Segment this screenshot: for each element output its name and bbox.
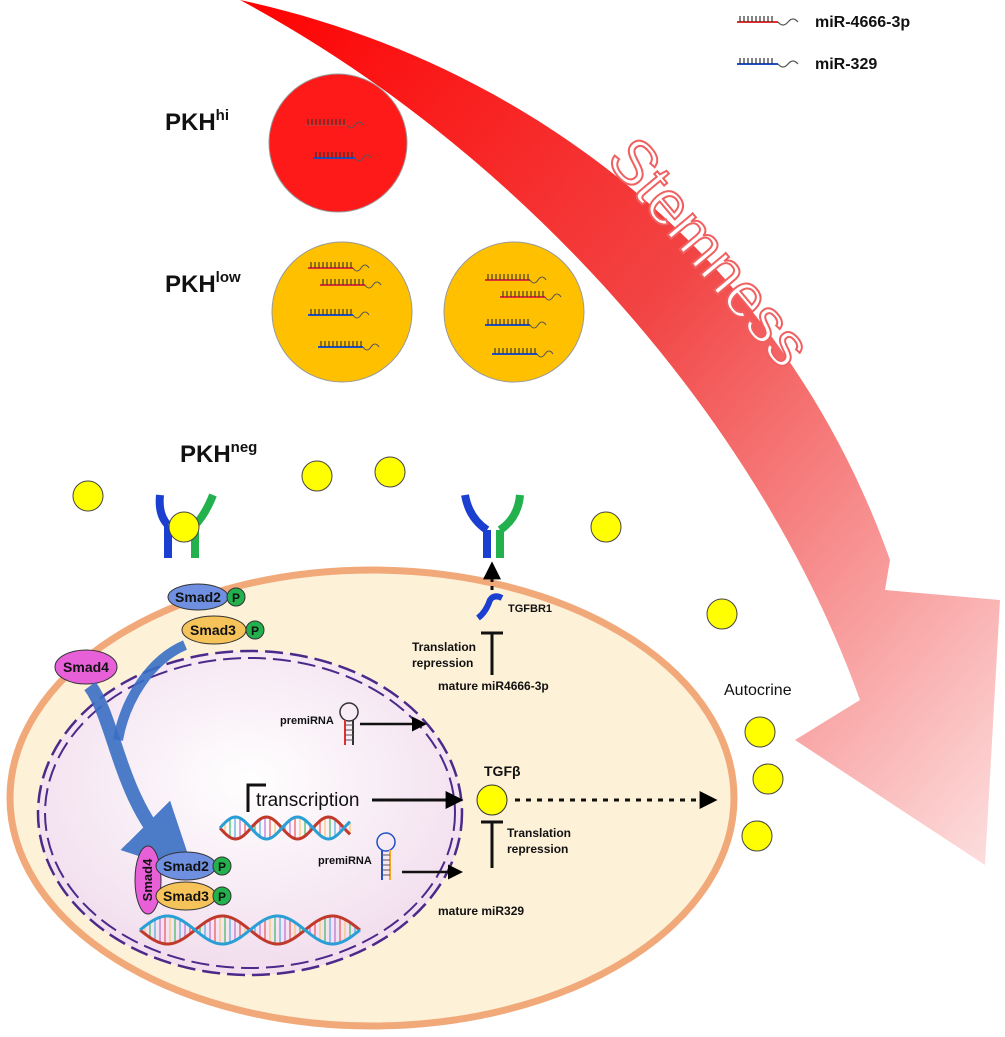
phospho-label: P xyxy=(232,591,240,605)
repression-label-line2: repression xyxy=(412,656,473,670)
tgfb-label: TGFβ xyxy=(484,763,521,779)
phospho-label: P xyxy=(218,890,226,904)
mirna-glyph xyxy=(313,152,372,162)
label-pkh-hi: PKHhi xyxy=(165,107,229,136)
repression-label-line1: Translation xyxy=(507,826,571,840)
smad3-label: Smad3 xyxy=(190,622,236,638)
smad4-label: Smad4 xyxy=(63,659,109,675)
tgfb-ligand-intracellular xyxy=(476,784,508,816)
mirna-glyph xyxy=(485,319,547,329)
tgfbr1-label: TGFBR1 xyxy=(508,603,552,615)
transcription-marker: transcription xyxy=(246,783,464,812)
mirna-glyph xyxy=(318,341,380,351)
premirna-hairpin-329 xyxy=(376,832,396,880)
legend-label-mir329: miR-329 xyxy=(815,56,877,73)
tgfb-ligand xyxy=(741,820,773,852)
translation-repression-mir329: Translation repression xyxy=(481,820,571,868)
tgfb-ligand xyxy=(744,716,776,748)
premirna-label-2: premiRNA xyxy=(318,855,372,867)
mirna-glyph xyxy=(492,348,554,358)
smad-translocation-arrow-top xyxy=(113,640,188,741)
translation-repression-mir4666: Translation repression xyxy=(412,631,503,675)
stemness-arrow xyxy=(240,0,1000,865)
cell-pkh-low-1 xyxy=(271,241,413,383)
repression-label-line2: repression xyxy=(507,842,568,856)
smad4-free: Smad4 xyxy=(54,649,118,685)
smad2-label: Smad2 xyxy=(163,858,209,874)
mirna-glyph xyxy=(500,291,562,301)
label-pkh-neg: PKHneg xyxy=(180,439,257,468)
tgfb-ligand xyxy=(752,763,784,795)
dna-helix-upper xyxy=(218,815,352,841)
tgfb-ligand xyxy=(706,598,738,630)
legend-label-mir4666: miR-4666-3p xyxy=(815,14,910,31)
smad4-label: Smad4 xyxy=(140,858,155,901)
dna-helix-lower xyxy=(139,914,361,946)
tgfb-ligand xyxy=(590,511,622,543)
tgfb-ligand xyxy=(168,511,200,543)
smad2-label: Smad2 xyxy=(175,589,221,605)
repression-label-line1: Translation xyxy=(412,640,476,654)
phospho-label: P xyxy=(251,624,259,638)
smad3-complex-top: Smad3 P xyxy=(181,615,265,645)
transcription-label: transcription xyxy=(256,790,360,811)
tgfbr1-receptor-membrane xyxy=(461,494,524,558)
autocrine-label: Autocrine xyxy=(724,682,792,699)
smad-translocation-arrow xyxy=(84,681,195,875)
mirna-glyph xyxy=(320,279,382,289)
mirna-glyph xyxy=(485,274,547,284)
premirna-hairpin-4666 xyxy=(339,702,359,745)
premirna-label-1: premiRNA xyxy=(280,715,334,727)
cell-pkh-low-2 xyxy=(443,241,585,383)
legend: miR-4666-3p miR-329 xyxy=(737,14,910,73)
smad2-complex-top: Smad2 P xyxy=(167,583,246,611)
nucleus-inner-border xyxy=(44,657,456,969)
smad-complex-nucleus: Smad4 Smad2 P Smad3 P xyxy=(134,845,232,915)
tgfb-ligand xyxy=(374,456,406,488)
mirna-glyph xyxy=(308,262,370,272)
mirna-glyph xyxy=(308,309,370,319)
tgfb-ligand xyxy=(301,460,333,492)
label-pkh-low: PKHlow xyxy=(165,269,241,298)
mature-mir329-label: mature miR329 xyxy=(438,904,524,918)
tgfb-ligand xyxy=(72,480,104,512)
mirna-glyph xyxy=(305,119,364,129)
phospho-label: P xyxy=(218,860,226,874)
legend-item-mir4666: miR-4666-3p xyxy=(737,14,910,31)
cell-pkh-hi xyxy=(268,73,408,213)
smad3-label: Smad3 xyxy=(163,888,209,904)
mature-mir4666-label: mature miR4666-3p xyxy=(438,679,549,693)
legend-item-mir329: miR-329 xyxy=(737,56,877,73)
tgfbr1-nascent-protein xyxy=(476,593,504,621)
